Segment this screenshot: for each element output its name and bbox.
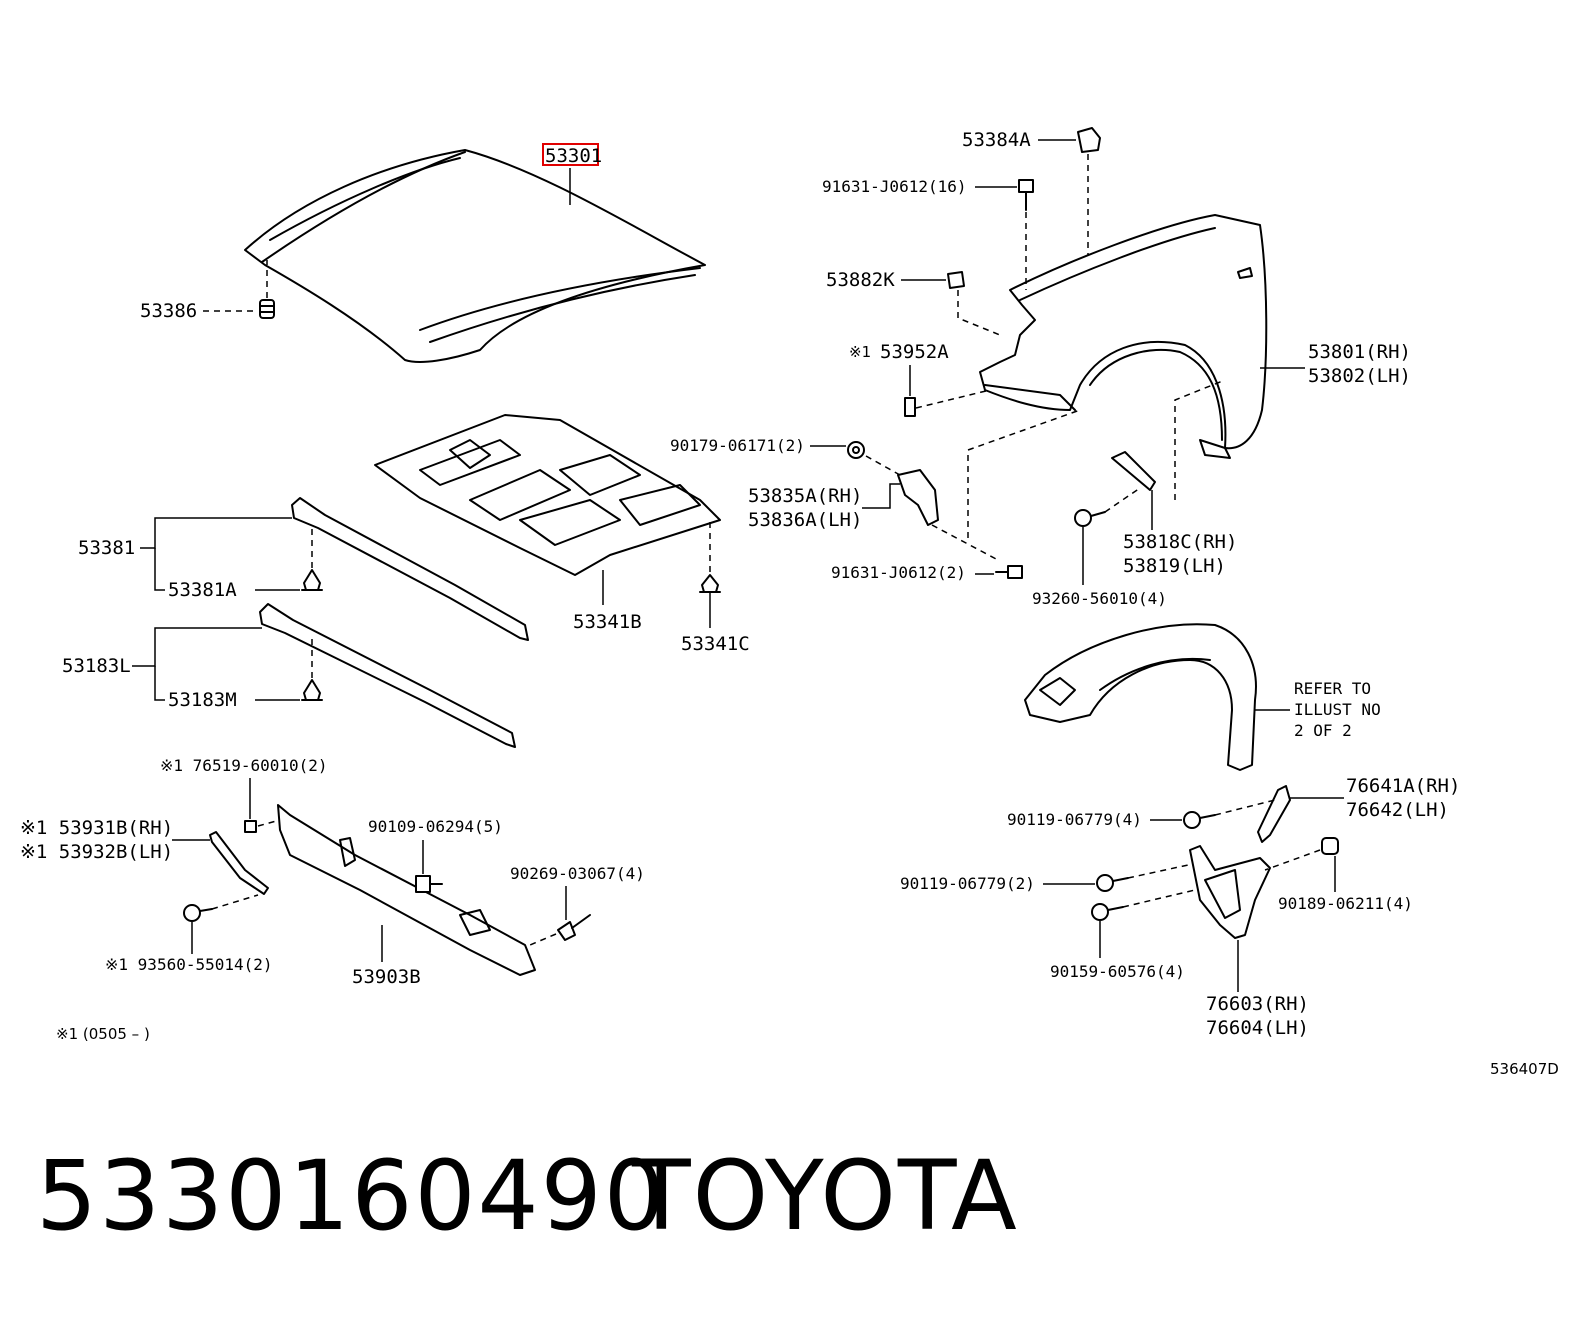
label-53835A[interactable]: 53835A(RH) <box>748 485 862 507</box>
nut-90179[interactable] <box>847 441 865 459</box>
label-53801[interactable]: 53801(RH) <box>1308 341 1411 363</box>
label-53818C[interactable]: 53818C(RH) <box>1123 531 1237 553</box>
clip-90269[interactable] <box>557 914 591 941</box>
insulator-clip[interactable] <box>699 574 721 593</box>
label-91631-16[interactable]: 91631-J0612(16) <box>822 177 967 196</box>
dash-90179 <box>865 455 901 476</box>
side-molding[interactable] <box>209 831 269 895</box>
label-53183L[interactable]: 53183L <box>62 655 131 677</box>
label-53952A[interactable]: 53952A <box>880 341 949 363</box>
label-53819[interactable]: 53819(LH) <box>1123 555 1226 577</box>
mudguard-bracket[interactable] <box>1257 785 1291 843</box>
hood-cushion[interactable] <box>259 299 275 319</box>
label-90269[interactable]: 90269-03067(4) <box>510 864 645 883</box>
label-53882K[interactable]: 53882K <box>826 269 895 291</box>
dash-90159 <box>1122 889 1196 908</box>
front-fender[interactable] <box>979 214 1268 459</box>
bolt-90119-2[interactable] <box>1096 874 1129 892</box>
dash-93260 <box>1104 487 1141 513</box>
dash-93560 <box>211 894 259 910</box>
label-93260[interactable]: 93260-56010(4) <box>1032 589 1167 608</box>
label-91631-2[interactable]: 91631-J0612(2) <box>831 563 966 582</box>
dash-90269 <box>529 933 557 946</box>
bumper-support[interactable] <box>277 804 536 976</box>
fender-seal-a[interactable] <box>904 397 916 417</box>
mud-guard[interactable] <box>1189 845 1271 939</box>
label-53381A[interactable]: 53381A <box>168 579 237 601</box>
label-refer1[interactable]: REFER TO <box>1294 679 1371 698</box>
label-90179[interactable]: 90179-06171(2) <box>670 436 805 455</box>
clip-76519[interactable] <box>244 820 257 833</box>
footnote: ※1 (0505 – ) <box>56 1025 150 1043</box>
fender-pad-k[interactable] <box>947 271 965 289</box>
fender-bracket[interactable] <box>897 469 939 526</box>
label-90189[interactable]: 90189-06211(4) <box>1278 894 1413 913</box>
fender-bolt-16[interactable] <box>1018 179 1034 211</box>
label-53386[interactable]: 53386 <box>140 300 197 322</box>
label-53183M[interactable]: 53183M <box>168 689 237 711</box>
hood-part-highlight <box>542 143 599 166</box>
label-90119-4[interactable]: 90119-06779(4) <box>1007 810 1142 829</box>
brand-title: TOYOTA <box>632 1140 1019 1252</box>
bolt-90109[interactable] <box>415 875 443 893</box>
label-76641A[interactable]: 76641A(RH) <box>1346 775 1460 797</box>
hood-seal-front[interactable] <box>291 497 529 641</box>
label-76642[interactable]: 76642(LH) <box>1346 799 1449 821</box>
label-53903B[interactable]: 53903B <box>352 966 421 988</box>
label-53802[interactable]: 53802(LH) <box>1308 365 1411 387</box>
label-53341C[interactable]: 53341C <box>681 633 750 655</box>
screw-90159[interactable] <box>1091 903 1124 921</box>
label-90159[interactable]: 90159-60576(4) <box>1050 962 1185 981</box>
leader-53183M-bracket <box>154 666 165 701</box>
leader-53381A-bracket <box>154 548 165 591</box>
label-76604[interactable]: 76604(LH) <box>1206 1017 1309 1039</box>
label-93560[interactable]: ※1 93560-55014(2) <box>105 955 273 974</box>
label-53384A[interactable]: 53384A <box>962 129 1031 151</box>
dash-90189 <box>1264 849 1321 871</box>
label-90119-2[interactable]: 90119-06779(2) <box>900 874 1035 893</box>
label-53301[interactable]: 53301 <box>545 145 602 167</box>
dash-90119-2 <box>1127 864 1189 879</box>
label-53932B[interactable]: ※1 53932B(LH) <box>20 841 173 863</box>
leader-53835A <box>862 483 900 509</box>
dash-53818C <box>1174 379 1226 500</box>
label-53381[interactable]: 53381 <box>78 537 135 559</box>
seal-clip-m[interactable] <box>301 679 323 701</box>
leader-53183L <box>132 627 262 667</box>
dash-53952A <box>915 389 991 409</box>
hood-seal-rear[interactable] <box>259 603 516 748</box>
label-53836A[interactable]: 53836A(LH) <box>748 509 862 531</box>
label-53341B[interactable]: 53341B <box>573 611 642 633</box>
label-refer2[interactable]: ILLUST NO <box>1294 700 1381 719</box>
leader-53381 <box>140 517 292 549</box>
dash-53882K <box>957 290 1001 336</box>
diagram-ref-code: 536407D <box>1490 1060 1559 1078</box>
bolt-90119-4[interactable] <box>1183 811 1216 829</box>
fender-cap[interactable] <box>1077 127 1101 153</box>
hood-panel[interactable] <box>244 149 706 363</box>
dash-76519 <box>257 819 281 827</box>
part-number-title: 5330160490 <box>36 1140 667 1252</box>
fender-bolt-2[interactable] <box>995 565 1023 579</box>
label-76519[interactable]: ※1 76519-60010(2) <box>160 756 328 775</box>
screw-93560[interactable] <box>183 904 213 922</box>
hood-insulator-pad[interactable] <box>374 414 721 576</box>
label-53952A-mark: ※1 <box>849 343 871 361</box>
fender-liner-bracket[interactable] <box>1111 451 1156 491</box>
bolt-93260[interactable] <box>1074 509 1106 527</box>
label-refer3[interactable]: 2 OF 2 <box>1294 721 1352 740</box>
seal-clip-a[interactable] <box>301 569 323 591</box>
label-90109[interactable]: 90109-06294(5) <box>368 817 503 836</box>
label-53931B[interactable]: ※1 53931B(RH) <box>20 817 173 839</box>
nut-90189[interactable] <box>1321 837 1339 855</box>
dash-53835A <box>931 524 999 561</box>
fender-liner[interactable] <box>1024 623 1257 771</box>
dash-90119-4 <box>1214 799 1276 816</box>
label-76603[interactable]: 76603(RH) <box>1206 993 1309 1015</box>
dash-fender-link <box>967 409 1081 538</box>
